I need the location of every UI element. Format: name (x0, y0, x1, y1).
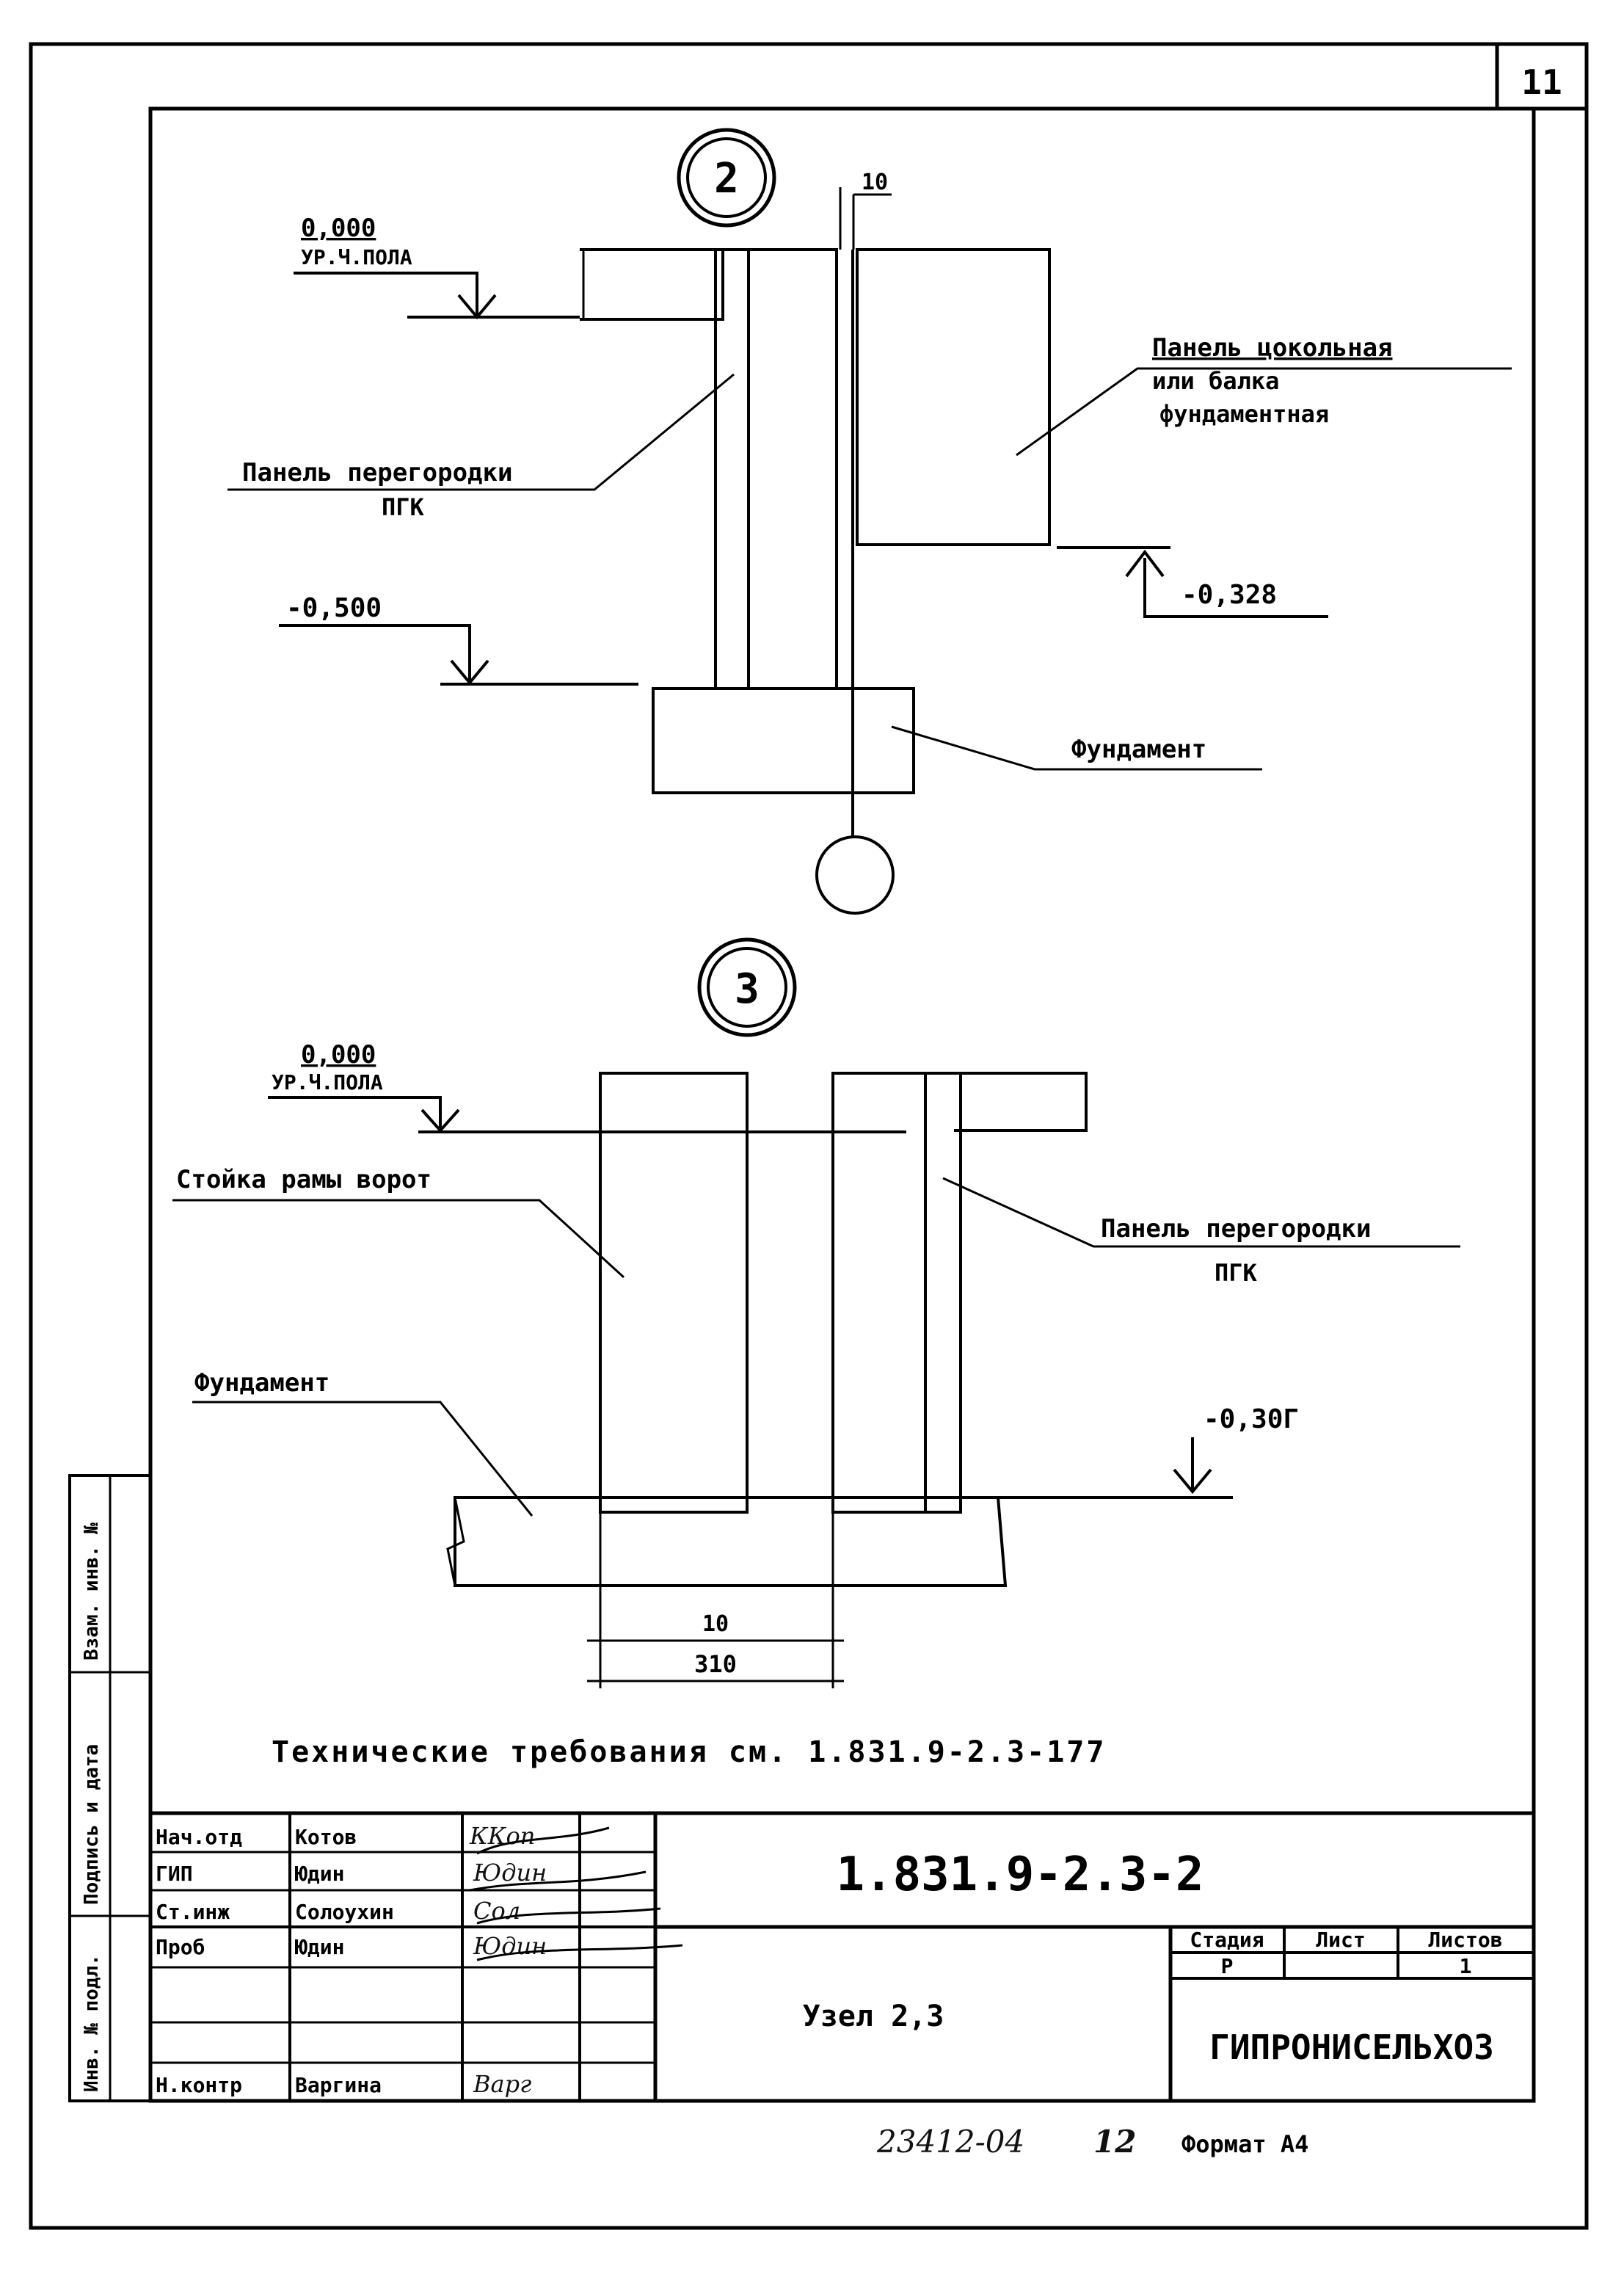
sheet-header: Лист (1316, 1928, 1365, 1952)
role-senior-eng: Ст.инж (156, 1900, 230, 1924)
detail-2-partition-panel (714, 248, 838, 690)
document-code: 1.831.9-2.3-2 (837, 1848, 1204, 1902)
detail-3-post-label: Стойка рамы ворот (176, 1165, 432, 1194)
detail-2-gap-dim: 10 (862, 170, 888, 195)
detail-2-axis-marker (815, 835, 895, 915)
sign-senior-eng: Сол (473, 1897, 520, 1925)
role-norm-control: Н.контр (156, 2073, 242, 2097)
name-gip: Юдин (295, 1862, 344, 1886)
detail-3-level-top-value: 0,000 (301, 1040, 376, 1070)
sheet-number: 11 (1521, 62, 1562, 102)
sheets-value: 1 (1460, 1954, 1472, 1978)
detail-2-partition-leader (227, 373, 735, 491)
detail-3-floor-slab (954, 1072, 1088, 1132)
name-head-dept: Котов (295, 1825, 357, 1849)
detail-3-post-leader (172, 1199, 625, 1279)
sign-gip: Юдин (473, 1859, 547, 1887)
detail-2-marker-outer (677, 128, 776, 228)
detail-2-level-right: -0,328 (1181, 580, 1277, 610)
detail-2-level-right-mark (1143, 558, 1328, 618)
detail-3-level-top-mark (268, 1096, 442, 1130)
name-checked: Юдин (295, 1935, 344, 1959)
detail-2-foundation (652, 687, 915, 794)
detail-3-marker-inner (707, 947, 787, 1028)
sign-checked: Юдин (473, 1932, 547, 1960)
detail-2-plinth-label-2: или балка (1152, 367, 1279, 395)
detail-2-foundation-leader (891, 725, 1262, 771)
sheet-number-box (1495, 42, 1589, 111)
outer-border (29, 42, 1589, 2230)
side-stamp-col-2: Подпись и дата (81, 1744, 103, 1905)
detail-3-marker-label: 3 (735, 965, 760, 1013)
detail-2-plinth-label-3: фундаментная (1159, 400, 1329, 428)
detail-2-floor-slab (580, 248, 724, 321)
detail-2-level-bottom-mark (279, 624, 471, 683)
inventory-number: 23412-04 (876, 2124, 1024, 2160)
role-head-dept: Нач.отд (156, 1825, 242, 1849)
detail-2-foundation-label: Фундамент (1071, 735, 1206, 764)
detail-3-level-right-arrow (1173, 1468, 1212, 1495)
detail-2-level-top-value: 0,000 (301, 214, 376, 243)
detail-2-plinth-label-1: Панель цокольная (1152, 333, 1393, 363)
detail-3-partition-label-1: Панель перегородки (1101, 1214, 1371, 1244)
stage-value: Р (1221, 1954, 1234, 1978)
side-stamp-col-3: Взам. инв. № (81, 1522, 103, 1660)
detail-2-partition-label-2: ПГК (382, 493, 425, 521)
detail-2-partition-label-1: Панель перегородки (242, 458, 512, 487)
tech-requirements: Технические требования см. 1.831.9-2.3-1… (272, 1735, 1106, 1769)
detail-3-level-right: -0,30Г (1204, 1404, 1299, 1434)
detail-3-partition-panel (831, 1072, 927, 1514)
page-number: 12 (1093, 2124, 1136, 2160)
detail-3-foundation-break (446, 1497, 465, 1586)
detail-2-plinth-leader (1016, 367, 1512, 457)
signature-scribble (469, 1826, 683, 1961)
sign-norm-control: Варг (473, 2070, 531, 2098)
detail-2-level-right-arrow (1125, 549, 1165, 578)
side-stamp-col-1: Инв. № подл. (81, 1954, 103, 2092)
detail-3-foundation-leader (192, 1401, 534, 1517)
detail-3-dim-outer: 310 (694, 1650, 737, 1678)
detail-3-partition-inner (924, 1072, 962, 1514)
sheets-header: Листов (1428, 1928, 1502, 1952)
detail-3-marker-outer (697, 937, 797, 1037)
detail-3-foundation (454, 1496, 1008, 1587)
name-senior-eng: Солоухин (295, 1900, 394, 1924)
detail-3-dim-inner: 10 (702, 1611, 729, 1637)
drawing-title: Узел 2,3 (803, 2000, 944, 2033)
detail-2-marker-label: 2 (714, 155, 739, 203)
name-norm-control: Варгина (295, 2073, 382, 2097)
paper-format: Формат А4 (1181, 2130, 1308, 2158)
detail-2-level-top-mark (294, 272, 478, 317)
role-gip: ГИП (156, 1862, 193, 1886)
detail-3-partition-label-2: ПГК (1215, 1259, 1258, 1287)
detail-3-partition-leader (942, 1177, 1460, 1248)
detail-2-level-bottom: -0,500 (286, 593, 382, 623)
detail-3-gate-post (599, 1072, 749, 1514)
detail-2-marker-inner (686, 137, 767, 218)
role-checked: Проб (156, 1935, 205, 1959)
detail-2-plinth-panel (856, 248, 1051, 546)
detail-3-foundation-label: Фундамент (194, 1368, 329, 1398)
stage-header: Стадия (1190, 1928, 1264, 1952)
detail-2-level-top-label: УР.Ч.ПОЛА (301, 245, 412, 269)
organization: ГИПРОНИСЕЛЬХОЗ (1209, 2027, 1494, 2067)
detail-3-level-top-label: УР.Ч.ПОЛА (272, 1070, 383, 1094)
